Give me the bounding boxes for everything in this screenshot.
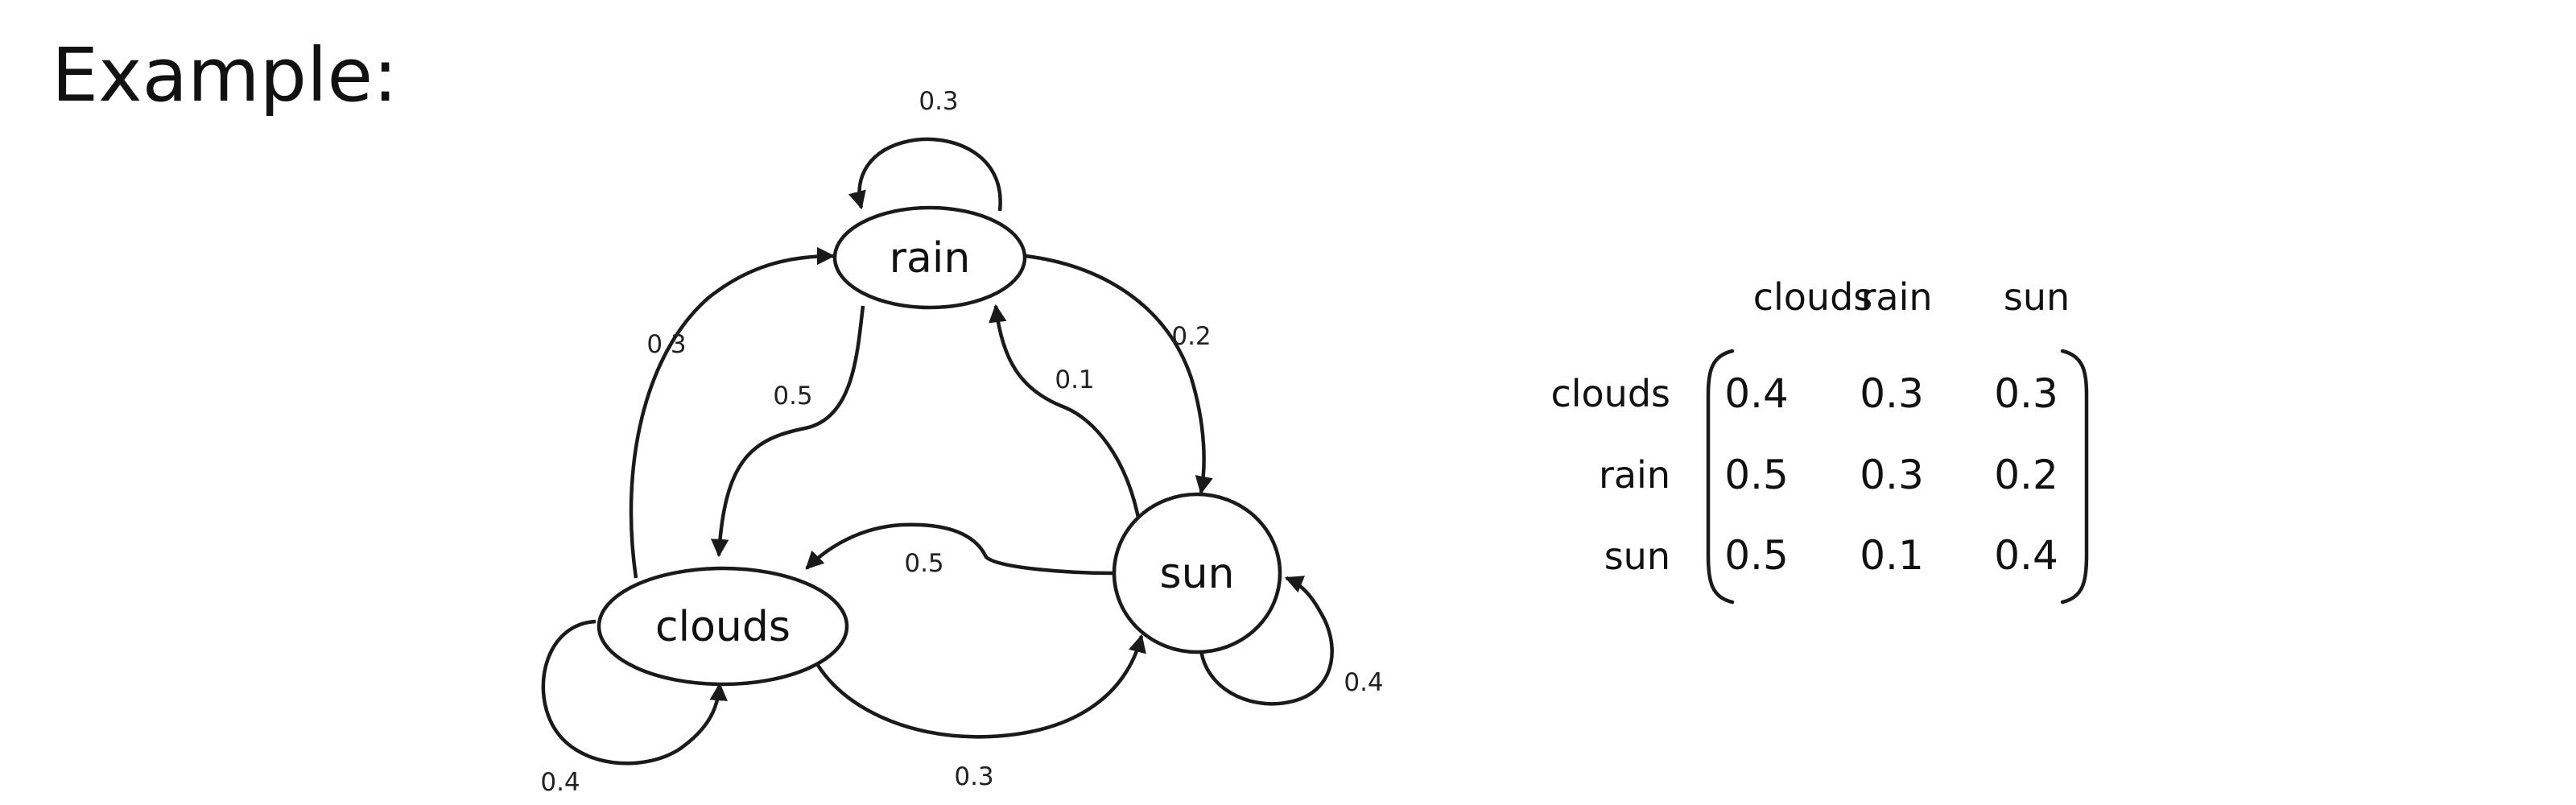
edge-sun-sun [1199, 576, 1334, 706]
edge-clouds-sun [807, 634, 1146, 739]
matrix-col-header: rain [1860, 275, 1932, 319]
transition-matrix: clouds rain sun clouds rain sun 0.4 0.3 … [1550, 275, 2089, 605]
edge-rain-clouds [710, 305, 865, 558]
page-heading: Example: [52, 32, 398, 118]
edge-label-sun-sun: 0.4 [1344, 668, 1383, 697]
edge-label-rain-clouds: 0.5 [773, 382, 812, 411]
edge-clouds-rain [629, 246, 836, 579]
matrix-cell: 0.2 [1994, 452, 2058, 498]
matrix-left-bracket [1706, 349, 1735, 605]
matrix-row-header: clouds [1550, 372, 1670, 415]
node-sun: sun [1112, 492, 1282, 654]
matrix-cell: 0.5 [1724, 452, 1789, 498]
node-clouds-label: clouds [655, 603, 791, 651]
node-rain-label: rain [890, 234, 971, 283]
matrix-row-header: sun [1604, 535, 1670, 578]
matrix-cell: 0.4 [1994, 532, 2058, 579]
matrix-col-header: clouds [1753, 275, 1873, 319]
edge-rain-rain [848, 137, 1002, 212]
edge-rain-sun [1025, 254, 1213, 495]
matrix-cell: 0.5 [1724, 532, 1789, 579]
edge-clouds-clouds [541, 619, 728, 766]
edge-label-sun-rain: 0.1 [1055, 365, 1094, 394]
matrix-cell: 0.3 [1994, 370, 2058, 417]
edge-label-rain-sun: 0.2 [1171, 322, 1211, 351]
edge-sun-rain [989, 303, 1141, 522]
node-rain: rain [832, 205, 1027, 310]
edge-label-rain-rain: 0.3 [919, 87, 958, 116]
node-sun-label: sun [1159, 550, 1234, 598]
node-clouds: clouds [597, 566, 849, 687]
matrix-cell: 0.3 [1860, 452, 1924, 498]
edge-sun-clouds [805, 522, 1113, 576]
edge-label-clouds-sun: 0.3 [954, 762, 993, 791]
matrix-col-header: sun [2004, 275, 2070, 319]
matrix-cell: 0.1 [1860, 532, 1924, 579]
edge-label-sun-clouds: 0.5 [904, 549, 943, 578]
matrix-cell: 0.3 [1860, 370, 1924, 417]
edge-label-clouds-rain: 0.3 [646, 330, 686, 359]
matrix-cell: 0.4 [1724, 370, 1789, 417]
edge-label-clouds-clouds: 0.4 [540, 768, 580, 797]
matrix-right-bracket [2060, 349, 2089, 605]
matrix-row-header: rain [1599, 453, 1670, 497]
